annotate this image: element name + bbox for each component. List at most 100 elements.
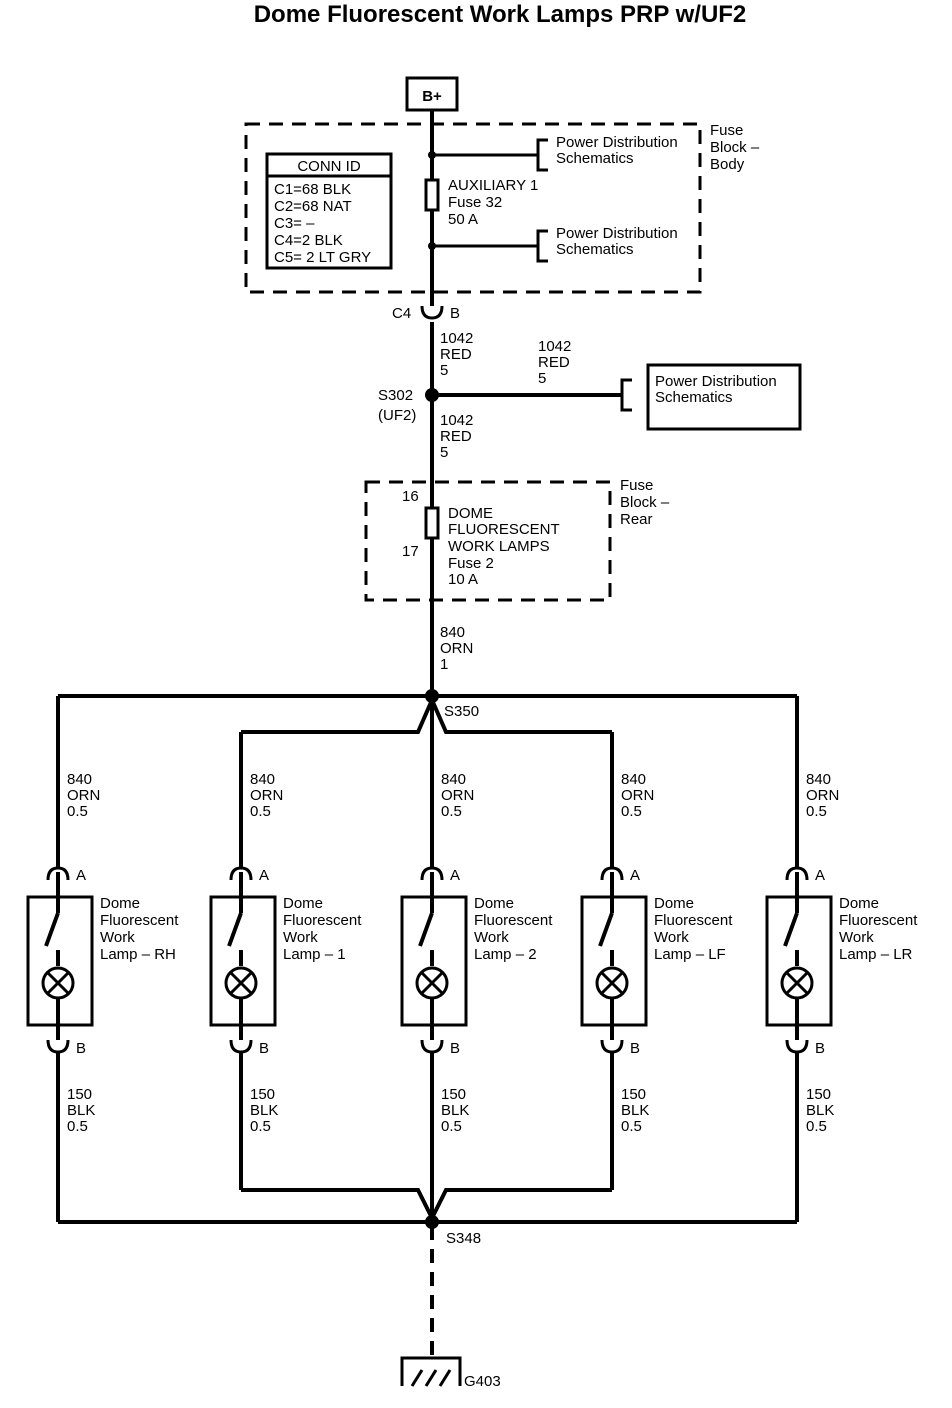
svg-text:Dome: Dome <box>474 895 514 912</box>
connector-c4-label: C4 <box>392 305 411 322</box>
lamp-pin-b: B <box>815 1040 825 1057</box>
svg-text:Schematics: Schematics <box>556 150 634 167</box>
lamp-switch <box>418 912 434 947</box>
lamp-connector-a <box>229 866 253 881</box>
svg-text:ORN: ORN <box>621 787 654 804</box>
svg-text:1: 1 <box>440 656 448 673</box>
svg-text:ORN: ORN <box>440 640 473 657</box>
svg-text:0.5: 0.5 <box>250 1118 271 1135</box>
lamp-pin-b: B <box>259 1040 269 1057</box>
svg-text:BLK: BLK <box>806 1102 834 1119</box>
svg-text:Work: Work <box>474 929 509 946</box>
svg-text:150: 150 <box>621 1086 646 1103</box>
svg-text:Fluorescent: Fluorescent <box>283 912 362 929</box>
svg-text:Lamp – LR: Lamp – LR <box>839 946 913 963</box>
svg-text:ORN: ORN <box>441 787 474 804</box>
svg-text:840: 840 <box>441 771 466 788</box>
lamp-connector-b <box>785 1039 809 1054</box>
svg-text:0.5: 0.5 <box>67 803 88 820</box>
lamp-connector-b <box>600 1039 624 1054</box>
svg-text:(UF2): (UF2) <box>378 407 416 424</box>
svg-text:840: 840 <box>67 771 92 788</box>
svg-text:ORN: ORN <box>250 787 283 804</box>
svg-text:BLK: BLK <box>250 1102 278 1119</box>
lamp-switch <box>227 912 243 947</box>
connector-c4-pin: B <box>450 305 460 322</box>
lamp-connector-b <box>420 1039 444 1054</box>
lamp-pin-b: B <box>630 1040 640 1057</box>
connector-bracket <box>536 138 548 172</box>
fuse-rear-pin-in: 16 <box>402 488 419 505</box>
fuse-2-symbol <box>424 506 440 540</box>
svg-text:0.5: 0.5 <box>621 1118 642 1135</box>
svg-text:Fuse 2: Fuse 2 <box>448 555 494 572</box>
svg-text:150: 150 <box>67 1086 92 1103</box>
lamp-switch <box>783 912 799 947</box>
lamp-connector-a <box>600 866 624 881</box>
wire-1042-upper-label: 1042 RED 5 <box>440 330 473 379</box>
fuse-block-rear-label: Fuse Block – Rear <box>620 477 670 528</box>
svg-text:840: 840 <box>250 771 275 788</box>
wire-1042-branch-label: 1042 RED 5 <box>538 338 571 387</box>
fuse-32-symbol <box>424 178 440 212</box>
svg-text:BLK: BLK <box>441 1102 469 1119</box>
lamp-pin-a: A <box>815 867 825 884</box>
lamp-connector-a <box>420 866 444 881</box>
conn-id-row: C4=2 BLK <box>274 232 343 249</box>
svg-text:Dome: Dome <box>839 895 879 912</box>
connector-bracket <box>536 229 548 263</box>
lamp-connector-a <box>46 866 70 881</box>
svg-text:150: 150 <box>806 1086 831 1103</box>
fuse-block-rear-box <box>364 480 612 602</box>
svg-text:0.5: 0.5 <box>441 1118 462 1135</box>
svg-text:Power Distribution: Power Distribution <box>556 225 678 242</box>
svg-text:10 A: 10 A <box>448 571 478 588</box>
conn-id-row: C3= – <box>274 215 315 232</box>
fuse-32-label: AUXILIARY 1 Fuse 32 50 A <box>448 177 538 228</box>
svg-text:Fuse 32: Fuse 32 <box>448 194 502 211</box>
svg-text:Body: Body <box>710 156 745 173</box>
lamp-switch <box>44 912 60 947</box>
fuse-rear-pin-out: 17 <box>402 543 419 560</box>
connector-bracket <box>620 378 632 412</box>
svg-text:Fuse: Fuse <box>620 477 653 494</box>
svg-text:Fluorescent: Fluorescent <box>474 912 553 929</box>
svg-text:BLK: BLK <box>67 1102 95 1119</box>
svg-text:Schematics: Schematics <box>655 389 733 406</box>
svg-text:Block –: Block – <box>710 139 760 156</box>
conn-id-header: CONN ID <box>297 158 361 175</box>
diagram-title: Dome Fluorescent Work Lamps PRP w/UF2 <box>254 1 747 28</box>
svg-text:Dome: Dome <box>654 895 694 912</box>
svg-text:1042: 1042 <box>440 330 473 347</box>
svg-text:Work: Work <box>839 929 874 946</box>
conn-id-row: C1=68 BLK <box>274 181 351 198</box>
splice-s302-label: S302 (UF2) <box>378 387 416 424</box>
svg-text:Power Distribution: Power Distribution <box>556 134 678 151</box>
svg-text:Fuse: Fuse <box>710 122 743 139</box>
splice-s348-label: S348 <box>446 1230 481 1247</box>
svg-text:Block –: Block – <box>620 494 670 511</box>
svg-text:Rear: Rear <box>620 511 653 528</box>
svg-text:150: 150 <box>441 1086 466 1103</box>
svg-text:Lamp – RH: Lamp – RH <box>100 946 176 963</box>
lamp-pin-b: B <box>450 1040 460 1057</box>
splice-s350-label: S350 <box>444 703 479 720</box>
lamp-connector-a <box>785 866 809 881</box>
svg-text:RED: RED <box>440 428 472 445</box>
svg-text:DOME: DOME <box>448 505 493 522</box>
svg-text:Lamp – 2: Lamp – 2 <box>474 946 537 963</box>
svg-text:Work: Work <box>100 929 135 946</box>
conn-id-table: CONN ID C1=68 BLK C2=68 NAT C3= – C4=2 B… <box>265 152 393 270</box>
